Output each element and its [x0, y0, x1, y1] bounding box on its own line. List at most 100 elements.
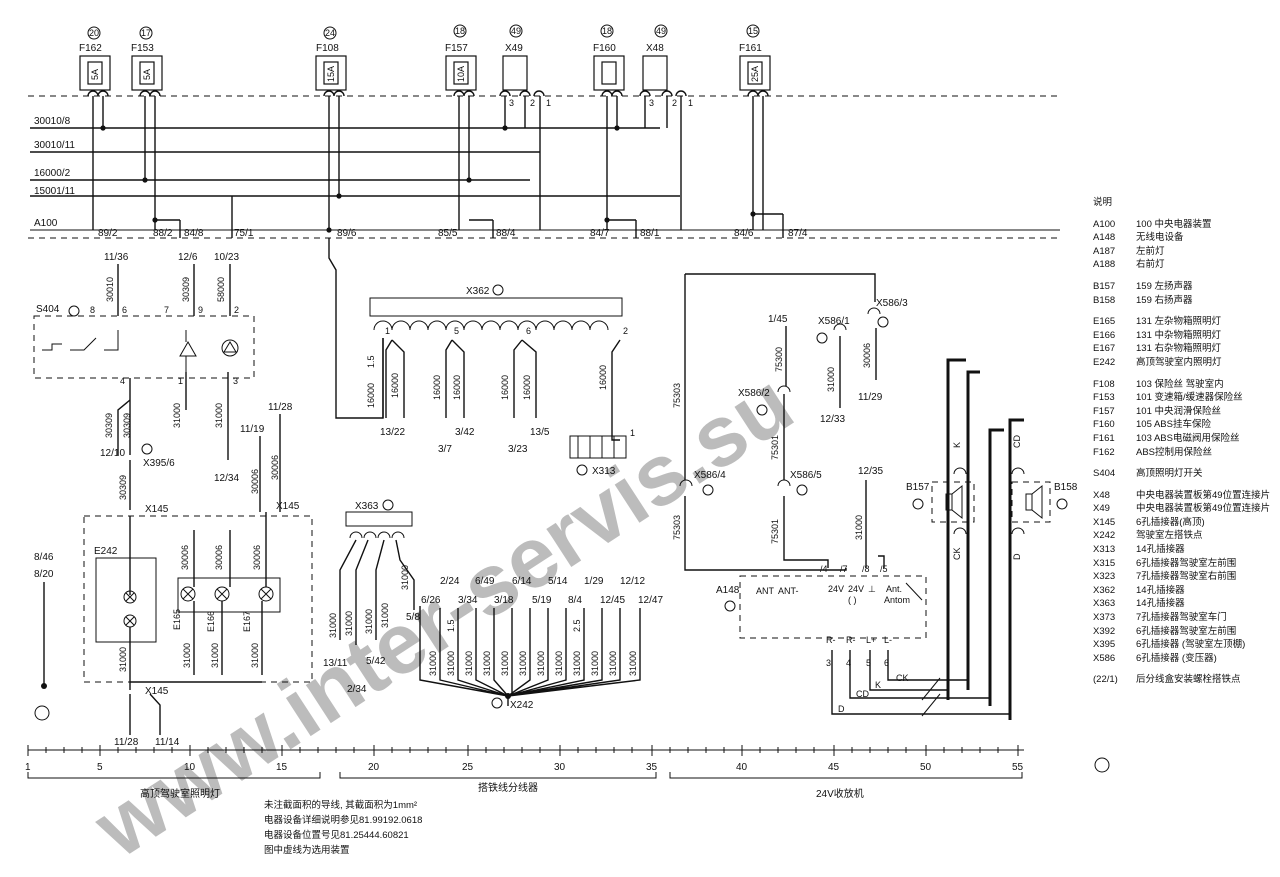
note-4: 图中虚线为选用装置 — [264, 845, 350, 856]
legend-desc: 100 中央电器装置 — [1136, 218, 1212, 230]
wire-30209-label: 30309 — [118, 475, 128, 500]
legend-code: X323 — [1093, 571, 1116, 583]
slot-x49: 49 X49 3 2 1 — [499, 24, 551, 230]
svg-text:75/1: 75/1 — [234, 228, 254, 239]
svg-text:15A: 15A — [326, 66, 336, 82]
x362-connector: X362 1 5 6 2 1.5 16000 16000 16000 16000… — [366, 284, 628, 455]
svg-text:3: 3 — [649, 98, 654, 108]
legend-code: X395 — [1093, 639, 1116, 651]
svg-text:/7: /7 — [840, 564, 848, 574]
watermark: www.inter-servis.su — [77, 355, 809, 877]
legend-code: X49 — [1093, 503, 1110, 515]
legend-code: X362 — [1093, 584, 1116, 596]
svg-text:31000: 31000 — [464, 651, 474, 676]
svg-text:31000: 31000 — [628, 651, 638, 676]
svg-text:1/45: 1/45 — [768, 314, 788, 325]
svg-text:3/23: 3/23 — [508, 444, 528, 455]
section-radio: 24V收放机 — [816, 787, 864, 800]
svg-text:X363: X363 — [355, 501, 379, 512]
svg-text:F160: F160 — [593, 43, 616, 54]
bus-label-a100: A100 — [34, 218, 58, 229]
svg-text:17: 17 — [141, 28, 151, 38]
x145-top-left: X145 — [145, 504, 169, 515]
note-2: 电器设备详细说明参见81.99192.0618 — [264, 815, 423, 826]
legend-code: X313 — [1093, 544, 1116, 556]
legend-desc: 105 ABS挂车保险 — [1136, 419, 1211, 431]
legend-desc: 6孔插接器驾驶室左前围 — [1136, 557, 1237, 569]
section-ground: 搭铁线分线器 — [478, 781, 538, 794]
legend-code: F153 — [1093, 392, 1115, 404]
svg-text:10/23: 10/23 — [214, 252, 239, 263]
wire-31000-b: 31000 — [214, 403, 224, 428]
svg-text:9: 9 — [198, 305, 203, 315]
svg-text:16000: 16000 — [452, 375, 462, 400]
svg-text:3/34: 3/34 — [458, 595, 478, 606]
svg-text:84/6: 84/6 — [734, 228, 754, 239]
svg-text:5: 5 — [454, 326, 459, 336]
bus-label-3: 16000/2 — [34, 168, 71, 179]
ref-846: 8/46 — [34, 552, 54, 563]
svg-text:X586/3: X586/3 — [876, 298, 908, 309]
legend-desc: 驾驶室左搭铁点 — [1136, 530, 1203, 542]
legend-desc: 14孔插接器 — [1136, 598, 1185, 610]
ref-1234: 12/34 — [214, 473, 239, 484]
svg-text:6/14: 6/14 — [512, 576, 532, 587]
svg-text:5/8: 5/8 — [406, 612, 420, 623]
svg-text:E165: E165 — [172, 609, 182, 630]
svg-text:24V: 24V — [848, 584, 864, 594]
svg-text:31000: 31000 — [210, 643, 220, 668]
svg-text:2.5: 2.5 — [572, 619, 582, 632]
svg-text:4: 4 — [120, 376, 125, 386]
svg-text:X48: X48 — [646, 43, 664, 54]
svg-text:ANT: ANT — [756, 586, 775, 596]
svg-text:16000: 16000 — [598, 365, 608, 390]
svg-text:24: 24 — [325, 28, 335, 38]
legend-code: A148 — [1093, 232, 1116, 244]
svg-text:30006: 30006 — [252, 545, 262, 570]
svg-text:31000: 31000 — [182, 643, 192, 668]
legend-code: X315 — [1093, 557, 1116, 569]
svg-text:45: 45 — [828, 762, 840, 773]
svg-text:30309: 30309 — [181, 277, 191, 302]
legend-desc: 左前灯 — [1136, 245, 1165, 257]
svg-text:31000: 31000 — [854, 515, 864, 540]
radio-wiring: X586/3 X586/1 1/45 75300 31000 12/33 300… — [672, 273, 1011, 717]
speaker-b157: B157 — [906, 467, 975, 535]
legend-title: 说明 — [1093, 197, 1113, 208]
s404-switch: 11/36 12/6 10/23 30010 30309 58000 S404 … — [33, 252, 255, 410]
svg-text:25: 25 — [462, 762, 474, 773]
ref-1119: 11/19 — [240, 424, 265, 435]
legend-desc: 无线电设备 — [1136, 232, 1184, 244]
legend-desc: 高顶驾驶室内照明灯 — [1136, 356, 1222, 368]
svg-text:31000: 31000 — [536, 651, 546, 676]
svg-text:CK: CK — [952, 547, 962, 560]
svg-text:7: 7 — [164, 305, 169, 315]
svg-text:1: 1 — [25, 762, 31, 773]
svg-text:31000: 31000 — [500, 651, 510, 676]
svg-text:16000: 16000 — [432, 375, 442, 400]
svg-text:B158: B158 — [1054, 482, 1078, 493]
svg-text:31000: 31000 — [344, 611, 354, 636]
svg-text:12/45: 12/45 — [600, 595, 625, 606]
svg-text:Ant.: Ant. — [886, 584, 902, 594]
svg-text:6: 6 — [884, 658, 889, 668]
legend-gap — [1093, 272, 1273, 280]
svg-text:50: 50 — [920, 762, 932, 773]
legend-gap — [1093, 665, 1273, 673]
svg-text:1.5: 1.5 — [446, 619, 456, 632]
svg-text:20: 20 — [368, 762, 380, 773]
glovebox-lamps: E165 E166 E167 30006 30006 30006 31000 3… — [130, 512, 281, 683]
x313-connector: 1 X313 — [569, 428, 635, 477]
svg-text:11/36: 11/36 — [104, 252, 129, 263]
svg-text:X586/4: X586/4 — [694, 470, 726, 481]
legend-desc: 159 右扬声器 — [1136, 294, 1193, 306]
svg-text:16000: 16000 — [500, 375, 510, 400]
